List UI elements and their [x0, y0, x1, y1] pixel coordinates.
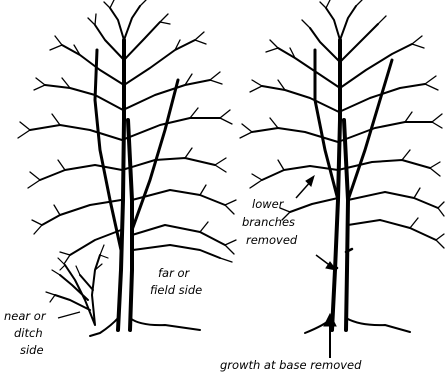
near-side-pointer — [58, 312, 80, 318]
left-tree-trunk-secondary — [95, 50, 178, 250]
right-tree-pruned — [240, 0, 444, 333]
label-near-line2: ditch — [14, 326, 43, 340]
right-tree-trunk-secondary — [315, 50, 392, 200]
label-near-line3: side — [20, 343, 44, 357]
labels: near or ditch side far or field side low… — [4, 197, 362, 372]
right-tree-base — [305, 318, 410, 333]
label-near-line1: near or — [4, 309, 47, 323]
label-far-line2: field side — [150, 283, 202, 297]
label-growth-removed: growth at base removed — [220, 358, 362, 372]
left-tree-basal-twigs — [46, 245, 108, 302]
label-lower-line2: branches — [242, 215, 295, 229]
left-tree-unpruned — [18, 0, 236, 336]
left-tree-basal-sprouts — [55, 255, 100, 325]
label-far-line1: far or — [158, 266, 191, 280]
label-lower-line3: removed — [246, 233, 298, 247]
left-tree-base — [90, 318, 200, 336]
label-lower-line1: lower — [252, 197, 285, 211]
